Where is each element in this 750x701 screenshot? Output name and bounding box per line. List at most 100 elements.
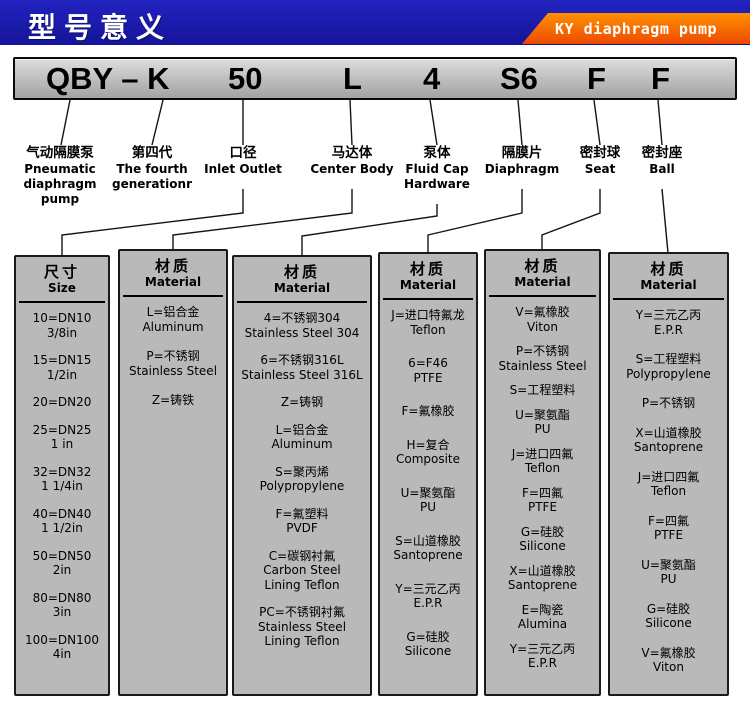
table-ball-material: 材质 Material Y=三元乙丙 E.P.R S=工程塑料 Polypropy…: [608, 252, 729, 696]
table-item: F=氟塑料 PVDF: [275, 506, 329, 536]
table-item: H=复合 Composite: [395, 437, 461, 467]
label-zh: 隔膜片: [501, 145, 543, 161]
connector-line: [301, 204, 438, 256]
table-header-en: Size: [48, 281, 76, 295]
table-item: P=不锈钢 Stainless Steel: [498, 344, 587, 373]
table-item: Z=铸钢: [280, 395, 324, 409]
table-item: F=氟橡胶: [401, 404, 455, 418]
label-fourth-generation: 第四代 The fourth generationr: [110, 145, 194, 192]
table-item: Z=铸铁: [151, 393, 195, 407]
label-zh: 口径: [229, 145, 257, 161]
table-item: G=硅胶 Silicone: [519, 524, 566, 554]
table-item: J=进口四氟 Teflon: [511, 446, 574, 476]
table-item: E=陶瓷 Alumina: [517, 602, 568, 632]
label-zh: 密封座: [641, 145, 683, 161]
label-center-body: 马达体 Center Body: [308, 145, 396, 177]
header-divider: [383, 298, 473, 300]
header-divider: [123, 295, 223, 297]
table-header-zh: 材质: [154, 257, 191, 275]
code-segment-center-body: L: [343, 61, 362, 96]
label-diaphragm: 隔膜片 Diaphragm: [480, 145, 564, 177]
label-en: Pneumatic diaphragm pump: [23, 162, 97, 206]
label-fluid-cap: 泵体 Fluid Cap Hardware: [396, 145, 478, 192]
table-header-en: Material: [399, 278, 457, 292]
table-header-en: Material: [273, 281, 331, 295]
header-divider: [237, 301, 367, 303]
table-item: U=聚氨酯 PU: [400, 485, 456, 515]
table-header-en: Material: [640, 278, 697, 292]
table-item: J=进口特氟龙 Teflon: [391, 308, 465, 337]
label-en: Fluid Cap Hardware: [404, 162, 470, 191]
connector-line: [349, 99, 353, 146]
table-item: 15=DN15 1/2in: [32, 353, 92, 382]
label-pneumatic-diaphragm-pump: 气动隔膜泵 Pneumatic diaphragm pump: [10, 145, 110, 207]
table-item: F=四氟 PTFE: [522, 485, 563, 515]
table-item: S=工程塑料 Polypropylene: [626, 352, 711, 381]
table-item: 20=DN20: [32, 395, 92, 409]
table-header-en: Material: [144, 275, 202, 289]
code-segment-seat: F: [587, 61, 606, 96]
code-segment-diaphragm: S6: [500, 61, 538, 96]
table-item: Y=三元乙丙 E.P.R: [395, 581, 461, 611]
table-item: S=聚丙烯 Polypropylene: [259, 464, 345, 494]
table-item: L=铝合金 Aluminum: [142, 305, 204, 334]
table-header: 材质 Material: [234, 257, 370, 296]
page-title: 型号意义: [28, 11, 173, 44]
table-item: 6=F46 PTFE: [408, 356, 448, 385]
connector-line: [593, 99, 601, 146]
label-en: Diaphragm: [484, 162, 560, 176]
brand-banner-text: KY diaphragm pump: [554, 19, 718, 38]
code-segment-ball: F: [651, 61, 670, 96]
connector-line: [517, 99, 523, 146]
table-item: 6=不锈钢316L Stainless Steel 316L: [241, 353, 363, 382]
code-segment-size: 50: [228, 61, 263, 96]
table-header: 材质 Material: [610, 254, 727, 293]
table-item: P=不锈钢 Stainless Steel: [128, 349, 218, 378]
table-header: 尺寸 Size: [16, 257, 108, 296]
table-item: V=氟橡胶 Viton: [641, 645, 696, 675]
table-fluid-cap-material: 材质 Material 4=不锈钢304 Stainless Steel 304…: [232, 255, 372, 696]
header-divider: [613, 298, 724, 300]
table-item: PC=不锈钢衬氟 Stainless Steel Lining Teflon: [257, 605, 347, 648]
label-zh: 密封球: [579, 145, 621, 161]
code-segment-series: QBY – K: [46, 61, 170, 96]
brand-banner: KY diaphragm pump: [522, 13, 750, 44]
table-header-zh: 材质: [524, 257, 561, 275]
table-header-zh: 材质: [409, 260, 446, 278]
table-item: S=山道橡胶 Santoprene: [393, 533, 463, 563]
code-segment-fluid-cap: 4: [423, 61, 441, 96]
table-item: F=四氟 PTFE: [648, 513, 689, 543]
table-item: 4=不锈钢304 Stainless Steel 304: [244, 311, 360, 340]
label-ball: 密封座 Ball: [632, 145, 692, 177]
table-header: 材质 Material: [486, 251, 599, 290]
item-list: J=进口特氟龙 Teflon 6=F46 PTFE F=氟橡胶 H=复合 Compos…: [380, 300, 476, 665]
label-en: Inlet Outlet: [204, 162, 282, 176]
table-item: V=氟橡胶 Viton: [515, 305, 570, 334]
table-item: 50=DN50 2in: [32, 548, 92, 578]
table-item: S=工程塑料: [509, 383, 576, 397]
table-item: J=进口四氟 Teflon: [637, 469, 700, 499]
label-en: Seat: [584, 162, 616, 176]
label-zh: 马达体: [331, 145, 373, 161]
item-list: 4=不锈钢304 Stainless Steel 304 6=不锈钢316L St…: [234, 303, 370, 655]
table-item: 100=DN100 4in: [24, 632, 100, 662]
label-zh: 气动隔膜泵: [26, 145, 94, 161]
table-item: L=铝合金 Aluminum: [271, 422, 333, 452]
label-inlet-outlet: 口径 Inlet Outlet: [196, 145, 290, 177]
table-item: U=聚氨酯 PU: [515, 407, 570, 437]
table-item: Y=三元乙丙 E.P.R: [509, 641, 576, 671]
connector-line: [60, 99, 71, 146]
table-header-zh: 材质: [283, 263, 320, 281]
table-item: Y=三元乙丙 E.P.R: [635, 308, 702, 337]
connector-line: [541, 189, 601, 250]
connector-line: [661, 188, 669, 254]
connector-line: [657, 99, 663, 146]
table-header: 材质 Material: [120, 251, 226, 290]
table-diaphragm-material: 材质 Material J=进口特氟龙 Teflon 6=F46 PTFE F=氟橡…: [378, 252, 478, 696]
